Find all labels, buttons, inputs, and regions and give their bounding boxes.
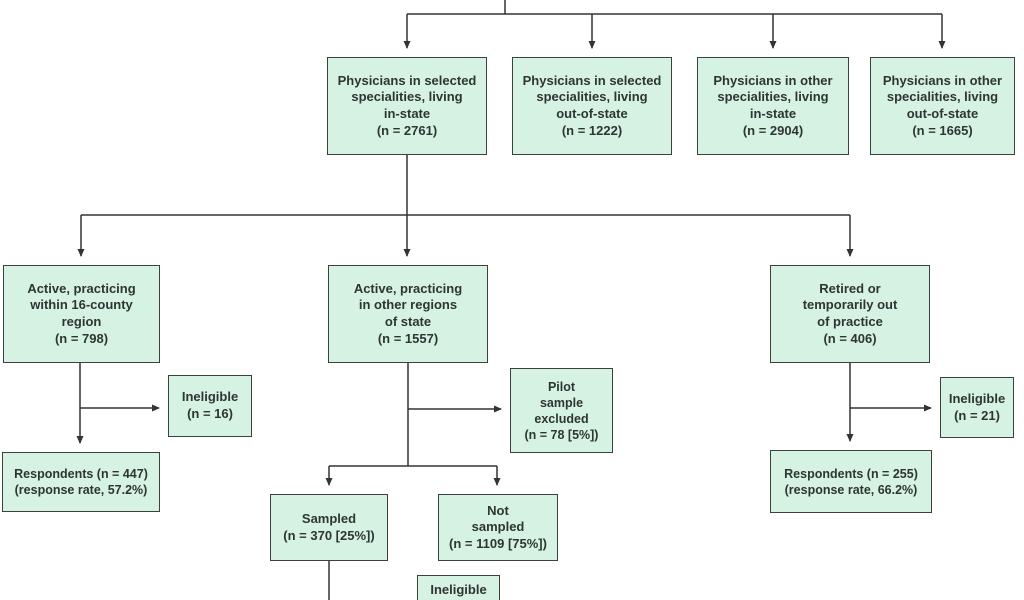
node-active-other-regions: Active, practicing in other regions of s…: [328, 265, 488, 363]
node-ineligible-left: Ineligible (n = 16): [168, 375, 252, 437]
node-physicians-selected-out-of-state: Physicians in selected specialities, liv…: [512, 57, 672, 155]
node-physicians-other-out-of-state: Physicians in other specialities, living…: [870, 57, 1015, 155]
node-ineligible-bottom: Ineligible: [417, 575, 500, 600]
node-not-sampled: Not sampled (n = 1109 [75%]): [438, 494, 558, 561]
node-sampled: Sampled (n = 370 [25%]): [270, 494, 388, 561]
node-physicians-selected-in-state: Physicians in selected specialities, liv…: [327, 57, 487, 155]
node-physicians-other-in-state: Physicians in other specialities, living…: [697, 57, 849, 155]
node-ineligible-right: Ineligible (n = 21): [940, 377, 1014, 438]
node-pilot-sample-excluded: Pilot sample excluded (n = 78 [5%]): [510, 368, 613, 453]
node-retired-out-of-practice: Retired or temporarily out of practice (…: [770, 265, 930, 363]
node-respondents-left: Respondents (n = 447) (response rate, 57…: [2, 452, 160, 512]
node-active-16-county-region: Active, practicing within 16-county regi…: [3, 265, 160, 363]
node-respondents-right: Respondents (n = 255) (response rate, 66…: [770, 450, 932, 513]
